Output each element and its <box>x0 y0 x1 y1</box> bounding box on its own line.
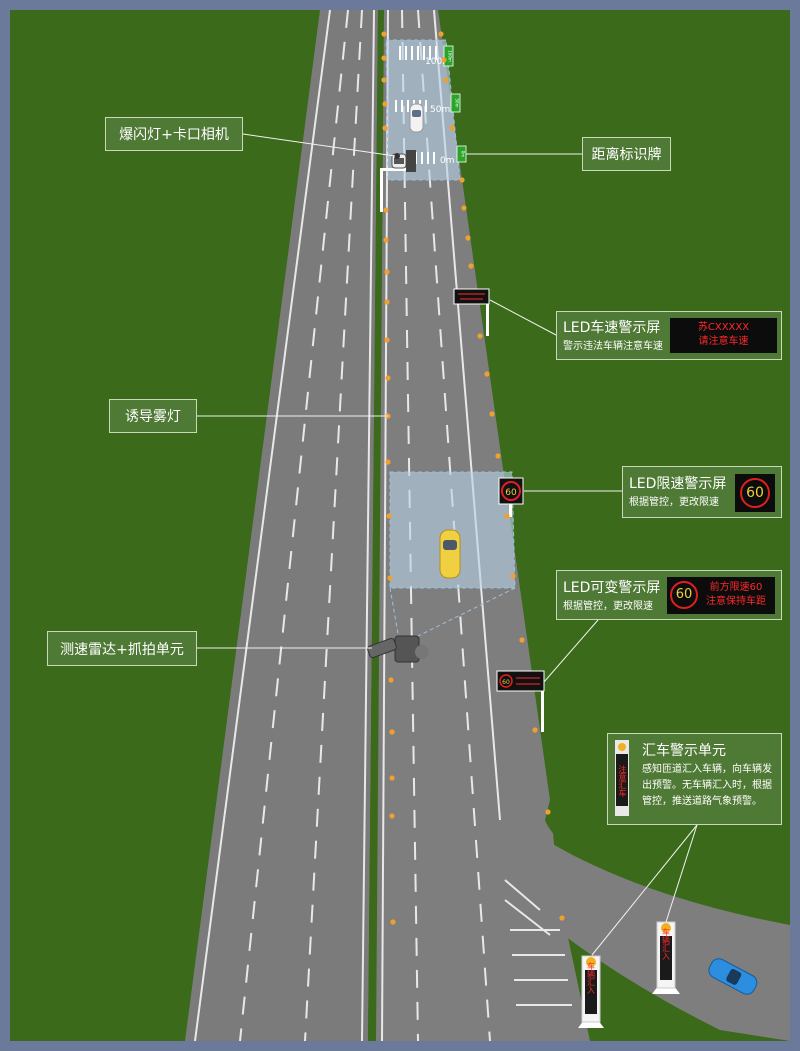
distance-sign-50 <box>450 93 461 113</box>
callout-radar: 测速雷达+抓拍单元 <box>47 631 197 666</box>
radar-beam-right <box>409 587 516 641</box>
led-speed-warning-line1: 苏CXXXXX <box>697 322 750 333</box>
led-speed-warning-desc: 警示违法车辆注意车速 <box>563 341 663 352</box>
distance-mark-0: 0m <box>440 156 455 166</box>
callout-merge-unit: 注意汇车 汇车警示单元 感知匝道汇入车辆，向车辆发出预警。无车辆汇入时，根据管控… <box>607 733 782 825</box>
roadside-variable-limit: 60 <box>502 679 510 686</box>
blue-car <box>708 958 758 995</box>
callout-distance-sign-label: 距离标识牌 <box>591 147 662 163</box>
leader-variable <box>543 619 599 683</box>
leader-flash-camera <box>242 133 396 157</box>
ramp-pole-right <box>652 921 680 994</box>
camera-gantry <box>380 150 416 212</box>
distance-signs <box>443 45 467 163</box>
led-speed-warning-title: LED车速警示屏 <box>563 320 661 336</box>
roadside-variable-board: 60 <box>496 670 545 732</box>
callout-radar-label: 测速雷达+抓拍单元 <box>60 641 184 658</box>
distance-mark-100: 100m <box>425 57 451 67</box>
roadside-speed-limit-value: 60 <box>505 488 517 498</box>
right-inner-line <box>381 9 389 1042</box>
callout-fog-lamp-label: 诱导雾灯 <box>125 409 181 425</box>
ramp-island <box>545 800 790 925</box>
callout-fog-lamp: 诱导雾灯 <box>109 399 197 433</box>
distance-sign-text-100: 100m <box>448 50 453 62</box>
callout-led-speed-limit: LED限速警示屏 根据管控，更改限速 60 <box>622 466 782 518</box>
merge-unit-title: 汇车警示单元 <box>642 743 726 759</box>
distance-sign-100 <box>443 45 454 67</box>
callout-distance-sign: 距离标识牌 <box>582 137 671 171</box>
left-inner-line <box>361 9 375 1042</box>
merge-ramp <box>490 800 790 1041</box>
led-variable-line1: 前方限速60 <box>709 582 763 593</box>
led-variable-line2: 注意保持车距 <box>706 596 766 607</box>
merge-unit-pole: 注意汇车 <box>615 740 629 816</box>
distance-sign-text-50: 50m <box>455 99 460 108</box>
led-speed-warning-line2: 请注意车速 <box>698 336 749 347</box>
led-variable-screen: 60 前方限速60 注意保持车距 <box>667 577 775 614</box>
gore-markings <box>504 879 572 1006</box>
roadside-led-speed-board <box>453 288 490 336</box>
led-speed-limit-circle: 60 <box>740 478 770 508</box>
callout-flash-camera-label: 爆闪灯+卡口相机 <box>119 127 229 143</box>
led-variable-title: LED可变警示屏 <box>563 580 661 596</box>
leader-led-speed <box>489 299 557 336</box>
led-variable-desc: 根据管控，更改限速 <box>563 601 653 612</box>
left-carriageway <box>185 10 378 1041</box>
callout-led-speed-warning: LED车速警示屏 警示违法车辆注意车速 苏CXXXXX 请注意车速 <box>556 311 782 360</box>
distance-sign-text-0: 0m <box>461 151 466 158</box>
left-lane-line-1 <box>239 9 349 1042</box>
white-car <box>409 103 424 133</box>
ramp-pole-left-text: 车辆汇入 <box>587 961 596 994</box>
distance-mark-50: 50m <box>430 105 450 115</box>
ramp-pole-left <box>578 955 604 1028</box>
left-lane-line-2 <box>304 9 363 1042</box>
merge-unit-pole-text: 注意汇车 <box>616 754 628 806</box>
led-speed-limit-desc: 根据管控，更改限速 <box>629 497 719 508</box>
median <box>368 10 384 1041</box>
radar-beam-left <box>389 587 401 646</box>
led-speed-limit-screen: 60 <box>735 474 775 512</box>
leader-merge-left <box>591 824 698 956</box>
yellow-car <box>439 529 461 579</box>
callout-led-variable: LED可变警示屏 根据管控，更改限速 60 前方限速60 注意保持车距 <box>556 570 782 620</box>
callout-flash-camera: 爆闪灯+卡口相机 <box>105 117 243 151</box>
leader-merge-right <box>665 824 698 923</box>
led-variable-circle: 60 <box>670 581 698 609</box>
merge-unit-lamp <box>618 743 626 751</box>
ramp-pole-right-text: 车辆汇入 <box>662 927 671 960</box>
left-edge-line <box>194 9 331 1042</box>
radar-unit <box>367 635 429 663</box>
leader-lines <box>197 133 698 956</box>
roadside-speed-limit-sign: 60 <box>498 477 524 517</box>
led-speed-warning-screen: 苏CXXXXX 请注意车速 <box>670 318 777 353</box>
led-speed-limit-title: LED限速警示屏 <box>629 476 727 492</box>
fog-lamps <box>381 31 565 925</box>
merge-unit-desc: 感知匝道汇入车辆，向车辆发出预警。无车辆汇入时，根据管控，推送道路气象预警。 <box>642 764 772 807</box>
